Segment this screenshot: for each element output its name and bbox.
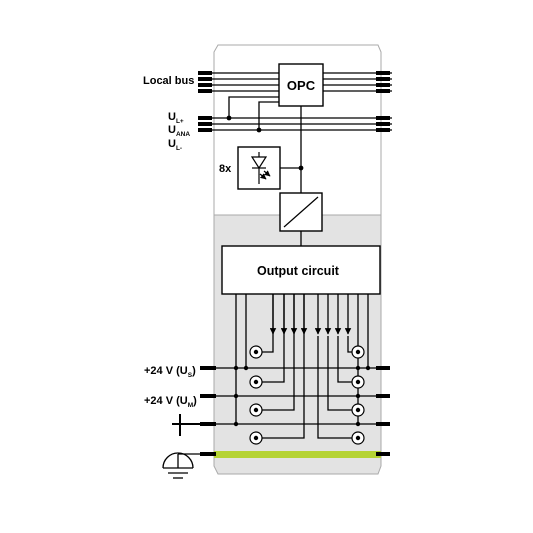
output-circuit-block: Output circuit: [221, 245, 381, 295]
terminal-section: [200, 294, 390, 445]
local-bus-left-contacts: [198, 71, 212, 93]
opc-gnd-wire: [258, 101, 279, 130]
terminal-point-centers: [253, 349, 361, 441]
converter-block: [279, 192, 323, 232]
led-multiplier-label: 8x: [219, 163, 232, 175]
supply-bus-right-contacts: [376, 116, 390, 132]
opc-ul-wire: [228, 96, 279, 118]
supply-bus: UL+ UANA UL-: [168, 111, 392, 152]
local-bus-label: Local bus: [143, 75, 194, 87]
opc-block: OPC: [278, 63, 324, 107]
ul-minus-label: UL-: [168, 138, 182, 152]
led-diode-icon: [250, 152, 271, 184]
supply-bus-left-contacts: [198, 116, 212, 132]
u-ana-label: UANA: [168, 124, 190, 138]
ul-plus-label: UL+: [168, 111, 184, 125]
led-block: 8x: [219, 146, 301, 190]
us-supply-label: +24 V (US): [144, 365, 196, 379]
um-supply-label: +24 V (UM): [144, 395, 197, 409]
left-terminal-contacts: [200, 366, 216, 426]
left-output-lines: [262, 294, 308, 439]
protective-earth-icon: [162, 452, 194, 479]
opc-label: OPC: [287, 78, 316, 93]
converter-icon: [283, 196, 319, 228]
right-output-lines: [314, 294, 352, 439]
output-circuit-label: Output circuit: [257, 264, 340, 278]
ground-icon: [172, 414, 200, 436]
right-terminal-contacts: [376, 366, 390, 426]
local-bus-right-contacts: [376, 71, 390, 93]
pe-rail: [178, 451, 390, 458]
